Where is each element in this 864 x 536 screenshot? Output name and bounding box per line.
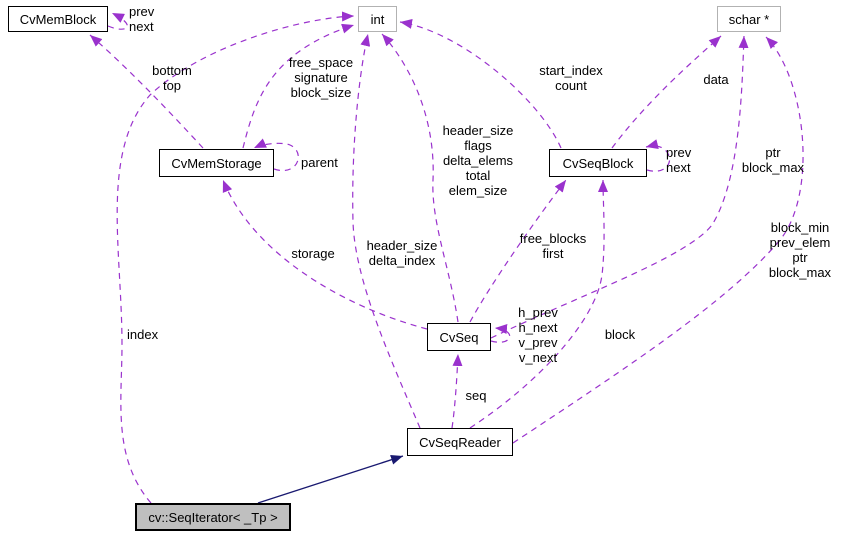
edge-cvseqreader-to-cvseqblock-block (469, 179, 609, 429)
edge-label-hv-links: h_prev h_next v_prev v_next (518, 305, 558, 365)
edge-seqiterator-inherits-cvseqreader (257, 454, 404, 504)
node-schar-ptr[interactable]: schar * (717, 6, 781, 32)
edge-cvseqblock-self-prev-next (645, 139, 671, 172)
edge-cvmemstorage-self-parent (253, 138, 299, 172)
edge-label-seqblock-prev-next: prev next (666, 145, 692, 175)
edge-label-start-index: start_index count (539, 63, 603, 93)
edge-label-index: index (127, 327, 159, 342)
edge-cvseq-to-int-header-size (381, 33, 459, 323)
edge-label-free-space: free_space signature block_size (288, 55, 354, 100)
edge-cvseqreader-to-schar-block-min (512, 36, 804, 444)
edge-cvseq-to-cvmemstorage-storage (222, 179, 428, 330)
edge-cvmemblock-self-prev-next (107, 12, 128, 30)
edge-cvseq-self-hv-links (490, 324, 511, 343)
edge-label-header-delta: header_size delta_index (366, 238, 438, 268)
edge-label-ptr-block-max: ptr block_max (741, 145, 805, 175)
edge-label-seq: seq (465, 388, 487, 403)
edge-cvseqblock-to-int-start-index (399, 18, 562, 149)
node-cvseq[interactable]: CvSeq (427, 323, 491, 351)
edge-label-memblock-prev-next: prev next (129, 4, 155, 34)
edge-cvmemstorage-to-int-free-space (242, 23, 355, 149)
edge-label-bottom-top: bottom top (152, 63, 192, 93)
node-cvseqreader[interactable]: CvSeqReader (407, 428, 513, 456)
edge-cvseq-to-cvseqblock-free-blocks (469, 179, 567, 323)
edge-cvseqreader-to-int-header-size (352, 33, 421, 429)
node-int[interactable]: int (358, 6, 397, 32)
edge-seqiterator-to-int-index (116, 11, 355, 504)
node-seqiterator-current: cv::SeqIterator< _Tp > (135, 503, 291, 531)
edge-label-block-min: block_min prev_elem ptr block_max (768, 220, 832, 280)
edge-label-header-flags: header_size flags delta_elems total elem… (442, 123, 514, 198)
edge-cvmemstorage-to-cvmemblock-bottom-top (89, 34, 204, 149)
edge-cvseqblock-to-schar-data (611, 35, 722, 149)
node-cvmemblock[interactable]: CvMemBlock (8, 6, 108, 32)
edge-cvseqreader-to-cvseq-seq (451, 353, 463, 429)
edge-label-parent: parent (301, 155, 338, 170)
node-cvmemstorage[interactable]: CvMemStorage (159, 149, 274, 177)
edge-label-block: block (604, 327, 636, 342)
edge-label-data: data (703, 72, 729, 87)
node-cvseqblock[interactable]: CvSeqBlock (549, 149, 647, 177)
edge-label-free-blocks: free_blocks first (519, 231, 587, 261)
edge-label-storage: storage (291, 246, 335, 261)
edge-cvseq-to-schar-ptr-block-max (490, 35, 749, 339)
